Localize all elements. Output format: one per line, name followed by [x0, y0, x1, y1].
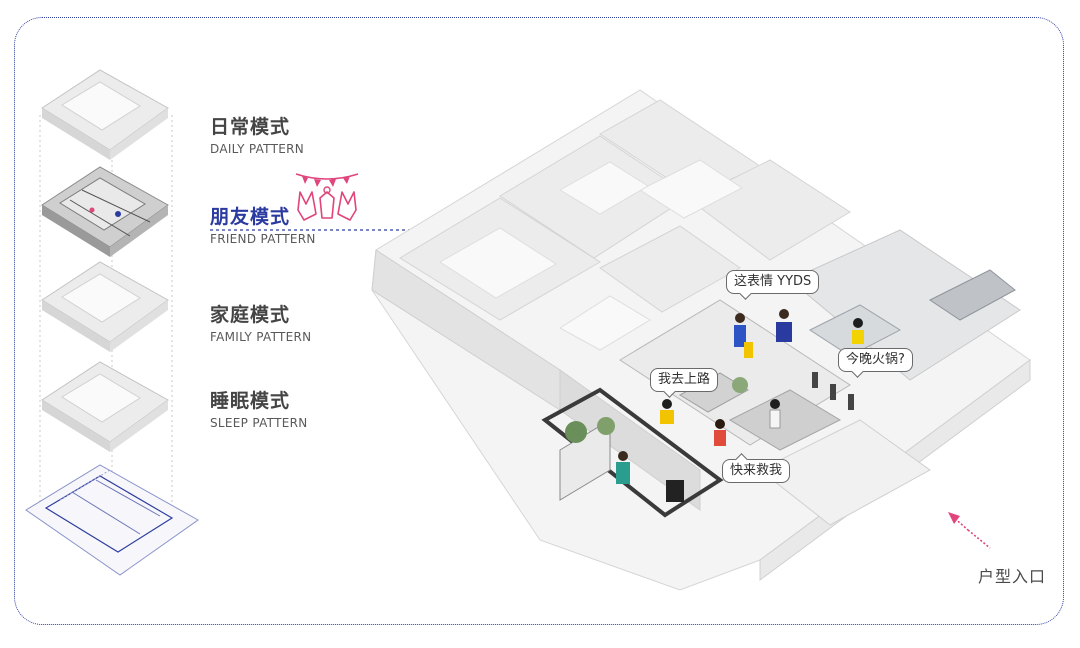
- mode-title: 朋友模式: [210, 206, 291, 228]
- mode-subtitle: SLEEP PATTERN: [210, 416, 308, 430]
- mode-title: 睡眠模式: [210, 390, 291, 412]
- speech-bubble: 这表情 YYDS: [726, 270, 820, 294]
- mode-subtitle: FAMILY PATTERN: [210, 330, 312, 344]
- mode-subtitle: FRIEND PATTERN: [210, 232, 316, 246]
- mode-title: 日常模式: [210, 116, 291, 138]
- speech-bubble: 快来救我: [722, 459, 791, 483]
- mode-sleep[interactable]: 睡眠模式 SLEEP PATTERN: [210, 390, 308, 430]
- party-banner-icon: [295, 173, 359, 221]
- speech-bubble: 我去上路: [650, 368, 719, 392]
- mode-daily[interactable]: 日常模式 DAILY PATTERN: [210, 116, 304, 156]
- mode-friend[interactable]: 朋友模式 FRIEND PATTERN: [210, 206, 316, 246]
- layer-daily: [41, 69, 169, 160]
- mode-subtitle: DAILY PATTERN: [210, 142, 305, 156]
- layer-friend: [41, 166, 169, 257]
- speech-bubble: 今晚火锅?: [838, 348, 913, 372]
- layer-family: [41, 261, 169, 352]
- mode-family[interactable]: 家庭模式 FAMILY PATTERN: [210, 304, 311, 344]
- entry-label: 户型入口: [978, 567, 1047, 586]
- entry-arrow-icon: [948, 512, 991, 549]
- dotted-frame: [14, 17, 1064, 625]
- people-figures: [616, 309, 864, 502]
- layer-sleep: [41, 361, 169, 452]
- layer-base-plan: [25, 464, 199, 576]
- mode-title: 家庭模式: [210, 304, 291, 326]
